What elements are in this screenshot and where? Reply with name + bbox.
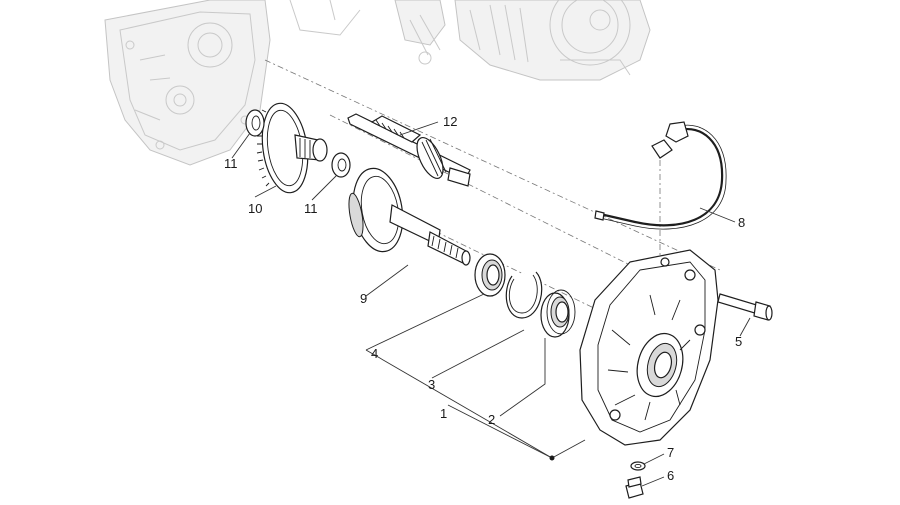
callout-9: 9	[360, 291, 367, 306]
callout-1: 1	[440, 406, 447, 421]
cover-part-1	[579, 249, 719, 446]
callout-labels: 12 11 10 11 8 9 5 4 3 1 2 7 6	[224, 114, 745, 483]
callout-6: 6	[667, 468, 674, 483]
callout-8: 8	[738, 215, 745, 230]
shaft-part-9	[348, 167, 471, 266]
washer-part-11-upper	[245, 109, 265, 137]
callout-12: 12	[443, 114, 457, 129]
cable-part-8	[594, 121, 727, 230]
seal-part-4	[474, 253, 506, 297]
leader-lines	[231, 121, 751, 487]
callout-4: 4	[371, 346, 378, 361]
bolt-part-5	[717, 293, 773, 321]
circlip-part-3	[505, 271, 543, 319]
shaft-part-12	[347, 113, 471, 187]
screw-part-6	[625, 476, 644, 499]
ghost-engine-housing	[104, 0, 651, 166]
bearing-part-2	[540, 289, 576, 338]
gear-part-10	[256, 102, 328, 194]
callout-3: 3	[428, 377, 435, 392]
callout-7: 7	[667, 445, 674, 460]
callout-10: 10	[248, 201, 262, 216]
callout-2: 2	[488, 412, 495, 427]
callout-11-lower: 11	[304, 201, 318, 216]
washer-part-11-lower	[331, 152, 351, 178]
assembly-axis-lines	[264, 59, 721, 341]
callout-5: 5	[735, 334, 742, 349]
callout-11-upper: 11	[224, 156, 238, 171]
washer-part-7	[630, 461, 646, 471]
assembly-dot	[549, 455, 555, 461]
